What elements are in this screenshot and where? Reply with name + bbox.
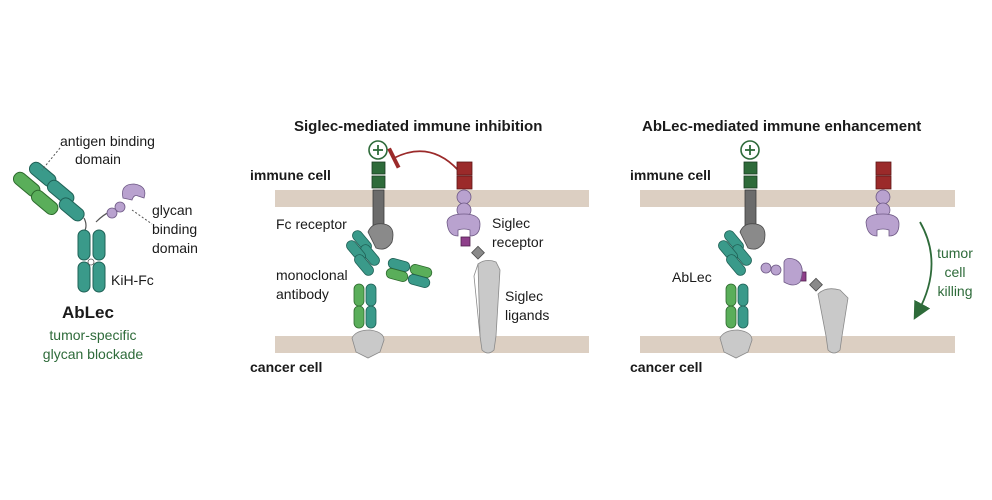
cancer-membrane <box>275 336 589 353</box>
ablec-name: AbLec <box>62 303 114 322</box>
ablec-subtitle-2: glycan blockade <box>42 346 144 362</box>
antigen-binding-label-1: antigen binding <box>60 133 155 149</box>
monoclonal-label-2: antibody <box>276 286 329 302</box>
ablec-label-right: AbLec <box>672 269 712 285</box>
kih-fc-label: KiH-Fc <box>111 272 154 288</box>
immune-membrane-right <box>640 190 955 207</box>
siglec-receptor-label-1: Siglec <box>492 215 531 231</box>
cancer-cell-label-right: cancer cell <box>630 359 703 375</box>
right-panel-graphics <box>640 140 955 359</box>
cancer-membrane-right <box>640 336 955 353</box>
immune-cell-label-right: immune cell <box>630 167 711 183</box>
middle-panel-graphics <box>275 140 589 359</box>
immune-cell-label: immune cell <box>250 167 331 183</box>
killing-label-2: cell <box>944 264 966 280</box>
middle-title: Siglec-mediated immune inhibition <box>294 118 543 135</box>
monoclonal-label-1: monoclonal <box>276 267 348 283</box>
ablec-subtitle-1: tumor-specific <box>49 327 137 343</box>
antigen-binding-label-2: domain <box>75 151 121 167</box>
siglec-ligands-label-2: ligands <box>505 307 550 323</box>
cancer-cell-label: cancer cell <box>250 359 323 375</box>
fc-receptor-label: Fc receptor <box>276 216 347 232</box>
glycan-binding-label-3: domain <box>152 240 198 256</box>
siglec-ligands-label-1: Siglec <box>505 288 544 304</box>
right-title: AbLec-mediated immune enhancement <box>642 118 922 135</box>
ablec-molecule-left <box>12 147 153 293</box>
glycan-binding-label-1: glycan <box>152 202 193 218</box>
immune-membrane <box>275 190 589 207</box>
killing-label-3: killing <box>937 283 973 299</box>
killing-label-1: tumor <box>937 245 973 261</box>
glycan-binding-label-2: binding <box>152 221 198 237</box>
siglec-receptor-label-2: receptor <box>492 234 544 250</box>
